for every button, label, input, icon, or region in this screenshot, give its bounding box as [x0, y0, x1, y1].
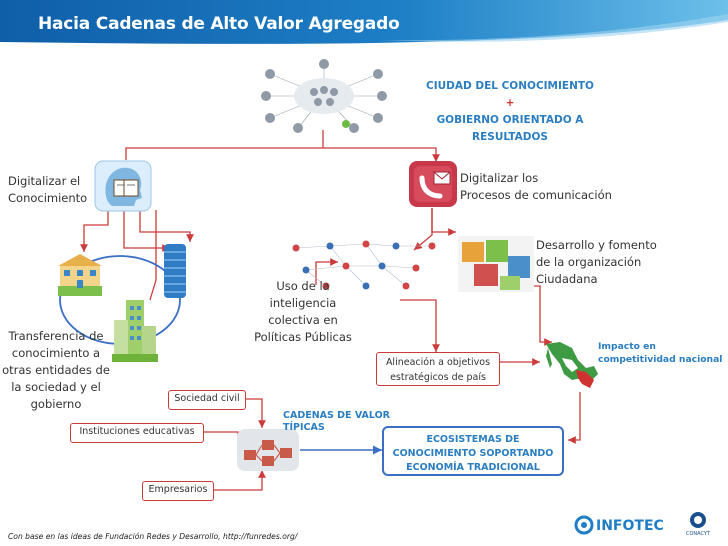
alineacion-box: Alineación a objetivos estratégicos de p… — [376, 352, 500, 386]
line: la sociedad y el — [11, 380, 101, 394]
line: inteligencia — [269, 296, 337, 310]
line: de la organización — [536, 255, 642, 269]
conacyt-text: CONACYT — [686, 531, 711, 537]
line: gobierno — [30, 397, 82, 411]
top-line2: GOBIERNO ORIENTADO A RESULTADOS — [436, 114, 584, 143]
puzzle-people-icon — [458, 236, 534, 292]
line: Conocimiento — [8, 191, 88, 205]
line: CADENAS DE VALOR — [283, 410, 391, 421]
label-digitalizar-conocimiento: Digitalizar el Conocimiento — [8, 173, 87, 207]
top-node-label: CIUDAD DEL CONOCIMIENTO + GOBIERNO ORIEN… — [400, 78, 620, 146]
phone-envelope-icon — [409, 161, 457, 207]
line: Uso de la — [276, 279, 330, 293]
empresarios-box: Empresarios — [142, 481, 214, 501]
conacyt-logo: CONACYT — [684, 510, 714, 542]
instituciones-box: Instituciones educativas — [70, 423, 204, 443]
line: Ciudadana — [536, 272, 598, 286]
line: TÍPICAS — [283, 422, 325, 433]
city-buildings-icon — [112, 300, 158, 362]
infotec-logo: INFOTEC — [574, 514, 676, 540]
infotec-logo-mark: INFOTEC — [574, 515, 664, 535]
header-bar — [0, 0, 728, 44]
ecosistemas-box: ECOSISTEMAS DE CONOCIMIENTO SOPORTANDO E… — [382, 426, 564, 476]
line: Digitalizar los — [460, 171, 539, 185]
line: CONOCIMIENTO SOPORTANDO — [392, 448, 554, 459]
line: Procesos de comunicación — [460, 188, 612, 202]
line: Impacto en — [598, 341, 656, 352]
label-digitalizar-procesos: Digitalizar los Procesos de comunicación — [460, 170, 612, 204]
line: colectiva en — [268, 313, 338, 327]
value-chain-icon — [237, 429, 299, 471]
line: ECOSISTEMAS DE — [426, 434, 520, 445]
sociedad-civil-box: Sociedad civil — [168, 390, 246, 410]
line: ECONOMÍA TRADICIONAL — [406, 462, 540, 473]
label-uso: Uso de la inteligencia colectiva en Polí… — [246, 278, 360, 346]
infotec-text: INFOTEC — [596, 518, 664, 534]
book-head-icon — [94, 160, 152, 212]
label-impacto: Impacto en competitividad nacional — [598, 340, 722, 366]
mexico-map-icon — [546, 342, 598, 388]
line: Desarrollo y fomento — [536, 238, 657, 252]
label-transferencia: Transferencia de conocimiento a otras en… — [0, 328, 112, 413]
line: Políticas Públicas — [254, 330, 352, 344]
line: conocimiento a — [11, 346, 101, 360]
network-people-icon — [261, 59, 387, 133]
people-network-icon — [292, 240, 436, 290]
top-plus: + — [505, 97, 515, 109]
page-title: Hacia Cadenas de Alto Valor Agregado — [38, 14, 400, 34]
school-building-icon — [58, 254, 102, 296]
line: Alineación a objetivos — [385, 357, 491, 368]
tower-icon — [164, 244, 186, 298]
top-line1: CIUDAD DEL CONOCIMIENTO — [426, 80, 594, 92]
label-cadenas: CADENAS DE VALOR TÍPICAS — [283, 410, 390, 434]
line: competitividad nacional — [598, 354, 723, 365]
line: estratégicos de país — [390, 372, 486, 383]
line: Digitalizar el — [8, 174, 81, 188]
footer-credit: Con base en las ideas de Fundación Redes… — [8, 532, 298, 541]
line: otras entidades de — [2, 363, 110, 377]
line: Transferencia de — [8, 329, 104, 343]
label-desarrollo: Desarrollo y fomento de la organización … — [536, 237, 657, 288]
conacyt-logo-mark: CONACYT — [686, 512, 711, 537]
